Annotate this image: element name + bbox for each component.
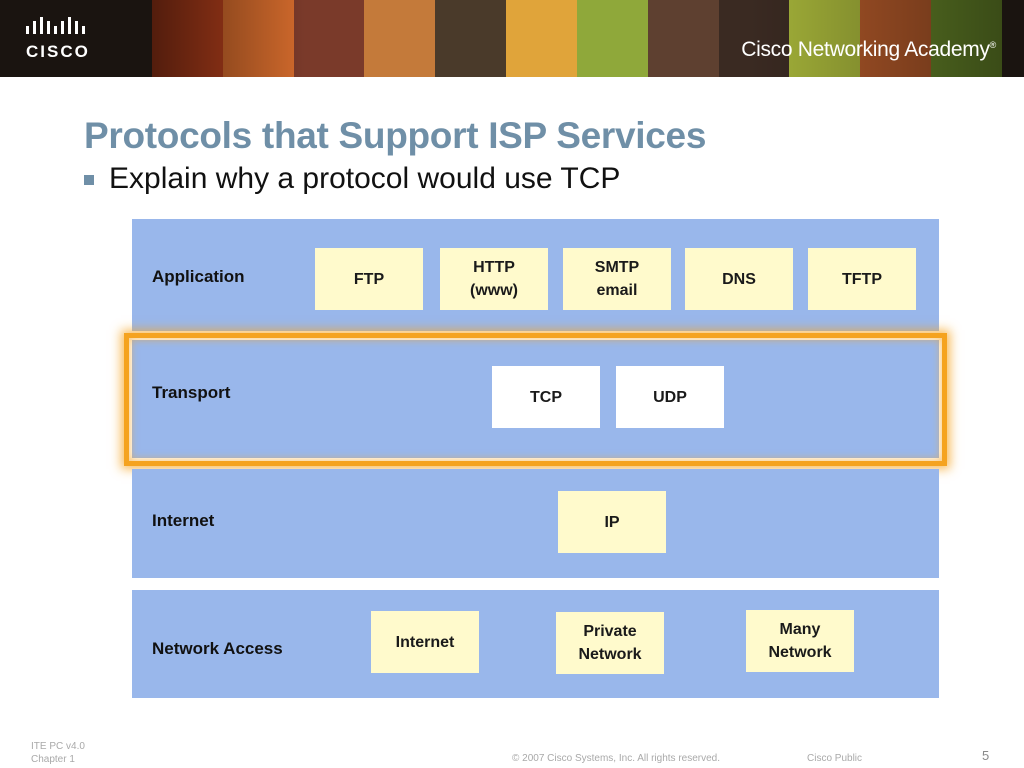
header-banner: CISCO Cisco Networking Academy® [0, 0, 1024, 77]
cisco-wordmark: CISCO [26, 42, 90, 61]
protocol-box-ip: IP [558, 491, 666, 553]
cisco-logo: CISCO [26, 14, 116, 64]
page-number: 5 [982, 748, 990, 763]
protocol-box-tcp: TCP [492, 366, 600, 428]
footer-classification: Cisco Public [807, 753, 863, 764]
academy-title-text: Cisco Networking Academy [741, 38, 990, 61]
transport-highlight-frame [124, 333, 947, 466]
layer-label: Application [152, 267, 245, 286]
footer-chapter: Chapter 1 [31, 754, 75, 765]
protocol-box-smtp: SMTP email [563, 248, 671, 310]
bullet-item: Explain why a protocol would use TCP [84, 162, 620, 196]
footer-course: ITE PC v4.0 [31, 741, 85, 752]
protocol-box-ftp: FTP [315, 248, 423, 310]
protocol-box-dns: DNS [685, 248, 793, 310]
bullet-text: Explain why a protocol would use TCP [109, 162, 621, 195]
footer-copyright: © 2007 Cisco Systems, Inc. All rights re… [512, 753, 721, 764]
footer-course-info: ITE PC v4.0 Chapter 1 [31, 740, 85, 766]
protocol-box-private-network: Private Network [556, 612, 664, 674]
transport-layer: Transport TCP UDP [132, 340, 939, 458]
application-layer: Application FTP HTTP (www) SMTP email DN… [132, 219, 939, 331]
protocol-box-tftp: TFTP [808, 248, 916, 310]
slide-title: Protocols that Support ISP Services [84, 115, 707, 156]
layer-label: Internet [152, 511, 215, 530]
protocol-box-many-network: Many Network [746, 610, 854, 672]
internet-layer: Internet IP [132, 469, 939, 578]
protocol-box-http: HTTP (www) [440, 248, 548, 310]
square-bullet-icon [84, 175, 94, 185]
network-access-layer: Network Access Internet Private Network … [132, 590, 939, 698]
academy-title: Cisco Networking Academy® [741, 38, 996, 62]
protocol-box-udp: UDP [616, 366, 724, 428]
layer-label: Transport [152, 383, 231, 402]
layer-label: Network Access [152, 639, 283, 658]
banner-shade [152, 0, 1002, 77]
protocol-box-internet: Internet [371, 611, 479, 673]
cisco-bridge-icon [26, 17, 85, 34]
registered-mark: ® [989, 40, 997, 50]
